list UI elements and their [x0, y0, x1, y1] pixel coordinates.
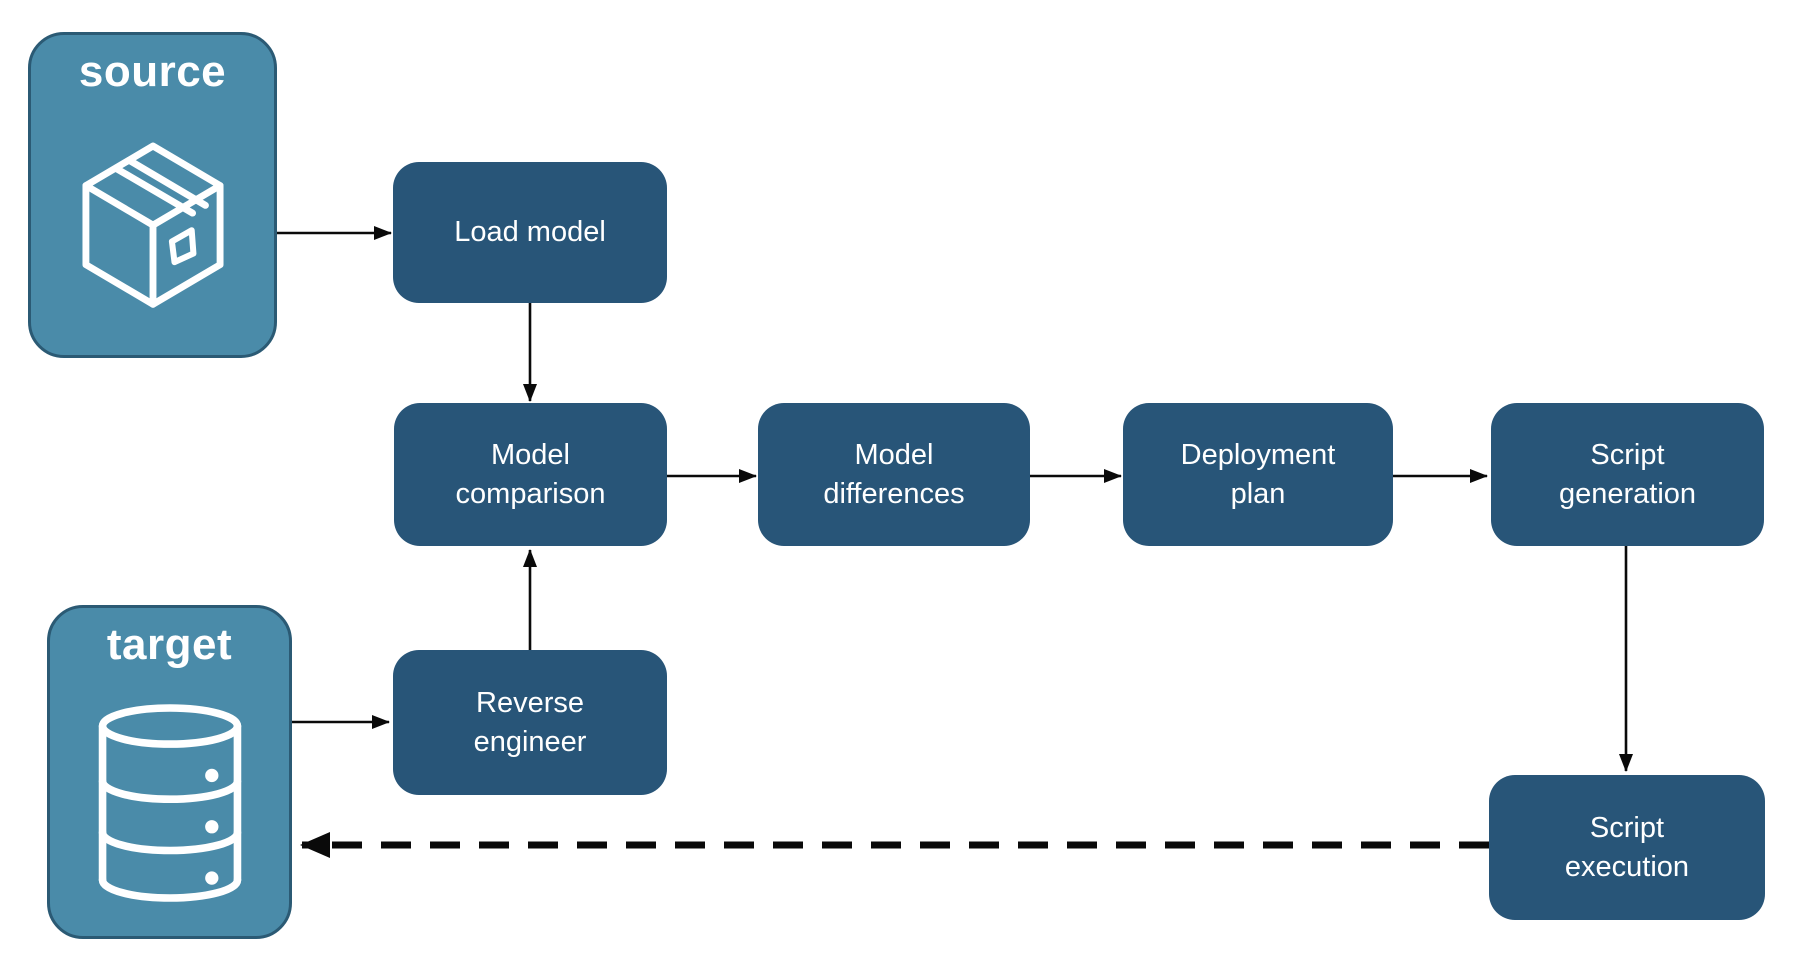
- entity-target-label: target: [106, 620, 233, 669]
- node-reverse-engineer: Reverse engineer: [393, 650, 667, 795]
- node-model-differences: Model differences: [758, 403, 1030, 546]
- node-model-comparison: Model comparison: [394, 403, 667, 546]
- node-script-generation: Script generation: [1491, 403, 1764, 546]
- entity-source: source: [28, 32, 277, 358]
- node-deployment-plan: Deployment plan: [1123, 403, 1393, 546]
- entity-source-label: source: [78, 47, 227, 96]
- database-icon: [50, 670, 289, 936]
- package-icon: [31, 97, 274, 355]
- node-load-model: Load model: [393, 162, 667, 303]
- entity-target: target: [47, 605, 292, 939]
- node-script-execution: Script execution: [1489, 775, 1765, 920]
